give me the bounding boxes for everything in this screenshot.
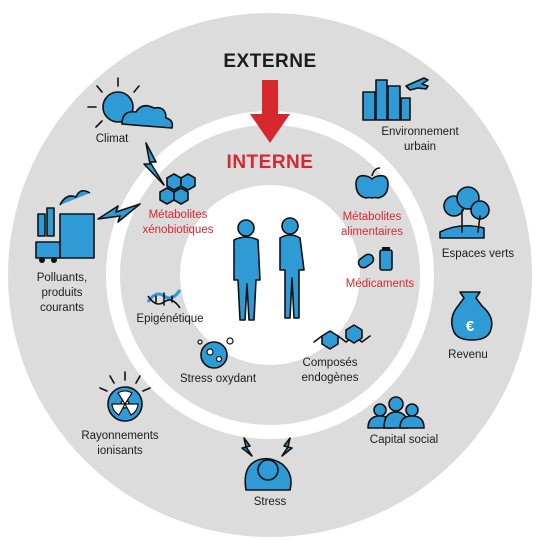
label-metabolites-alim-2: alimentaires [341,226,403,238]
label-environnement-urbain-1: Environnement [381,126,459,138]
label-climat: Climat [96,133,129,145]
trees-icon [439,186,490,239]
label-polluants-2: produits [42,287,83,299]
cell-icon [197,337,234,369]
chemical-chain-icon [313,324,371,350]
city-skyline-icon [362,77,429,121]
label-polluants-3: courants [40,302,84,314]
pills-icon [357,247,393,271]
label-environnement-urbain-2: urbain [404,141,436,153]
label-revenu: Revenu [448,349,488,361]
molecule-icon [159,173,196,205]
couple-icon [233,217,305,321]
stressed-person-icon [241,437,293,491]
label-rayonnements-2: ionisants [97,445,143,457]
label-rayonnements-1: Rayonnements [81,430,159,442]
dna-icon [146,289,182,309]
svg-text:€: € [466,318,475,335]
sun-cloud-icon [87,77,174,129]
down-arrow-icon [250,80,290,143]
label-composes-2: endogènes [302,372,359,384]
people-group-icon [367,396,425,429]
label-metabolites-xeno-2: xénobiotiques [143,224,214,236]
factory-icon [35,189,95,263]
label-capital-social: Capital social [370,434,438,446]
label-espaces-verts: Espaces verts [442,248,514,260]
radiation-icon [99,371,151,422]
label-stress: Stress [254,496,287,508]
label-stress-oxydant: Stress oxydant [180,373,257,385]
label-metabolites-xeno-1: Métabolites [149,209,208,221]
label-medicaments: Médicaments [346,278,415,290]
heading-internal: INTERNE [227,152,314,173]
center-disc [180,185,360,365]
label-polluants-1: Polluants, [37,272,88,284]
money-bag-icon: € [450,291,493,341]
label-composes-1: Composés [303,357,358,369]
apple-icon [355,167,389,199]
lightning-icon [97,142,165,223]
label-metabolites-alim-1: Métabolites [343,211,402,223]
label-epigenetique: Epigénétique [136,313,203,325]
heading-external: EXTERNE [223,51,316,72]
